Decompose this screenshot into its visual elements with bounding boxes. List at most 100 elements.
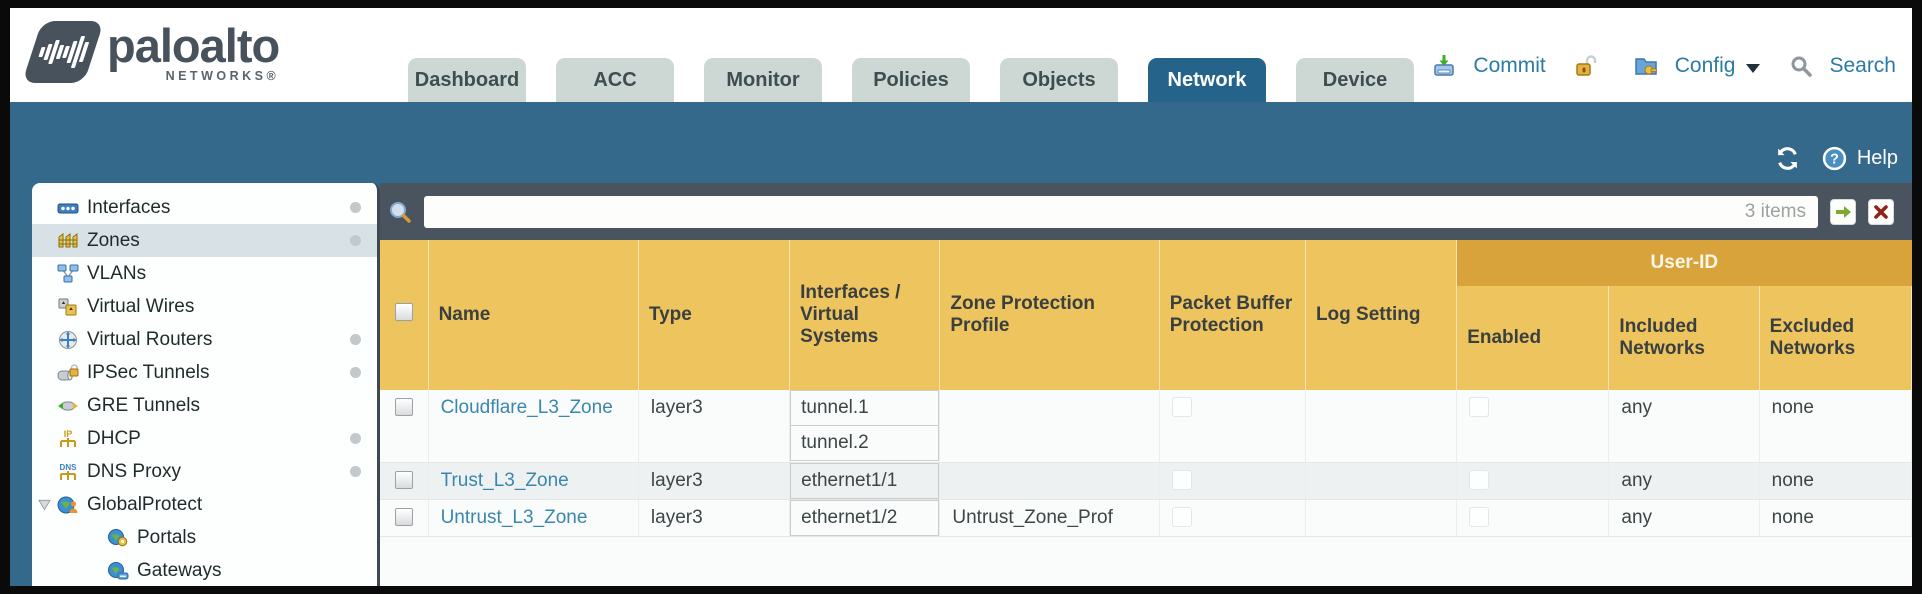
user-id-enabled-cell: [1456, 390, 1610, 463]
zone-name-link[interactable]: Untrust_L3_Zone: [440, 506, 588, 528]
sidebar-item-label: Interfaces: [87, 196, 171, 218]
expander-triangle-icon[interactable]: [38, 499, 51, 511]
panos-app: paloalto NETWORKS® Dashboard ACC Monitor…: [10, 8, 1912, 586]
refresh-icon[interactable]: [1775, 146, 1800, 171]
select-all-checkbox[interactable]: [394, 303, 413, 321]
tab-network[interactable]: Network: [1148, 58, 1266, 102]
status-dot: [350, 202, 361, 213]
sidebar-item-globalprotect[interactable]: GlobalProtect: [32, 488, 377, 521]
excluded-networks: none: [1759, 499, 1912, 537]
excluded-networks: none: [1759, 390, 1912, 463]
help-button[interactable]: ? Help: [1822, 146, 1898, 171]
help-icon: ?: [1822, 146, 1847, 171]
packet-buffer-protection-cell: [1159, 390, 1306, 463]
tab-policies[interactable]: Policies: [852, 58, 970, 102]
row-checkbox[interactable]: [394, 507, 413, 526]
main-nav-tabs: Dashboard ACC Monitor Policies Objects N…: [408, 58, 1414, 102]
tab-acc[interactable]: ACC: [556, 58, 674, 102]
sidebar-item-label: DHCP: [87, 427, 141, 449]
interface-entry: ethernet1/2: [790, 499, 940, 536]
top-header: paloalto NETWORKS® Dashboard ACC Monitor…: [10, 8, 1912, 102]
zone-interfaces: ethernet1/2: [789, 499, 941, 537]
filter-toolbar: 3 items: [380, 183, 1912, 240]
zones-icon: [57, 231, 79, 251]
brand-name: paloalto: [107, 19, 280, 72]
sidebar-item-vlans[interactable]: VLANs: [32, 257, 377, 290]
sidebar-item-dhcp[interactable]: IP DHCP: [32, 422, 377, 455]
select-all-header: [380, 240, 429, 390]
config-menu-button[interactable]: Config: [1674, 54, 1736, 77]
status-dot: [350, 235, 361, 246]
table-row: Trust_L3_Zone layer3 ethernet1/1 any non…: [380, 462, 1912, 500]
svg-text:DNS: DNS: [60, 463, 78, 472]
filter-input[interactable]: [424, 195, 1818, 228]
filter-search-icon: [388, 200, 412, 224]
dns-proxy-icon: DNS: [57, 462, 79, 482]
status-dot: [350, 367, 361, 378]
sidebar-item-virtual-routers[interactable]: Virtual Routers: [32, 323, 377, 356]
sidebar-item-label: Virtual Routers: [87, 328, 213, 350]
sidebar-item-gateways[interactable]: Gateways: [32, 554, 377, 586]
sidebar-item-ipsec-tunnels[interactable]: IPSec Tunnels: [32, 356, 377, 389]
column-header-name[interactable]: Name: [428, 240, 639, 390]
portals-icon: [107, 528, 129, 548]
user-id-enabled-checkbox: [1469, 397, 1490, 417]
packet-buffer-protection-checkbox: [1171, 506, 1192, 527]
packet-buffer-protection-cell: [1159, 462, 1306, 500]
sidebar-item-dns-proxy[interactable]: DNS DNS Proxy: [32, 455, 377, 488]
tab-monitor[interactable]: Monitor: [704, 58, 822, 102]
commit-icon: [1432, 54, 1456, 78]
row-checkbox[interactable]: [394, 470, 413, 489]
excluded-networks: none: [1759, 462, 1912, 500]
clear-filter-button[interactable]: [1868, 198, 1894, 225]
column-header-excluded-networks[interactable]: Excluded Networks: [1759, 286, 1912, 390]
column-header-type[interactable]: Type: [638, 240, 791, 390]
virtual-wires-icon: [57, 297, 79, 317]
packet-buffer-protection-cell: [1159, 499, 1306, 537]
table-row: Cloudflare_L3_Zone layer3 tunnel.1 tunne…: [380, 390, 1912, 463]
zone-name-link[interactable]: Cloudflare_L3_Zone: [440, 397, 613, 418]
unlocked-padlock-icon[interactable]: [1574, 54, 1598, 78]
column-header-zone-protection-profile[interactable]: Zone Protection Profile: [939, 240, 1160, 390]
sidebar-item-zones[interactable]: Zones: [32, 224, 377, 257]
sidebar-item-label: Zones: [87, 229, 140, 251]
ipsec-tunnels-icon: [57, 363, 79, 383]
chevron-down-icon[interactable]: [1746, 63, 1761, 73]
zone-protection-profile: [939, 462, 1160, 500]
filter-input-wrapper: 3 items: [424, 195, 1818, 228]
included-networks: any: [1608, 499, 1760, 537]
sidebar-item-virtual-wires[interactable]: Virtual Wires: [32, 290, 377, 323]
log-setting: [1305, 390, 1458, 463]
zone-name-link[interactable]: Trust_L3_Zone: [440, 469, 569, 491]
interface-entry: tunnel.1: [790, 390, 940, 426]
user-id-enabled-cell: [1456, 462, 1610, 500]
column-header-included-networks[interactable]: Included Networks: [1608, 286, 1760, 390]
paloalto-logo-icon: [21, 21, 105, 83]
commit-button[interactable]: Commit: [1473, 54, 1546, 77]
zone-protection-profile: [939, 390, 1160, 463]
status-dot: [350, 466, 361, 477]
zone-type: layer3: [638, 390, 791, 463]
column-header-enabled[interactable]: Enabled: [1456, 286, 1610, 390]
tab-dashboard[interactable]: Dashboard: [408, 58, 526, 102]
column-header-packet-buffer-protection[interactable]: Packet Buffer Protection: [1159, 240, 1306, 390]
sidebar-item-gre-tunnels[interactable]: GRE Tunnels: [32, 389, 377, 422]
status-dot: [350, 433, 361, 444]
zone-type: layer3: [638, 499, 791, 537]
config-folder-icon: [1634, 54, 1658, 78]
svg-text:?: ?: [1830, 152, 1839, 168]
interface-entry: ethernet1/1: [790, 462, 940, 499]
tab-objects[interactable]: Objects: [1000, 58, 1118, 102]
brand-logo: paloalto NETWORKS®: [21, 19, 280, 83]
apply-filter-button[interactable]: [1830, 198, 1856, 225]
sidebar-item-interfaces[interactable]: Interfaces: [32, 191, 377, 224]
tab-device[interactable]: Device: [1296, 58, 1414, 102]
content-area: Interfaces Zones VLANs Virtual Wires: [10, 183, 1912, 586]
help-label: Help: [1856, 147, 1898, 169]
column-header-log-setting[interactable]: Log Setting: [1305, 240, 1458, 390]
packet-buffer-protection-checkbox: [1171, 397, 1192, 417]
column-header-interfaces[interactable]: Interfaces / Virtual Systems: [789, 240, 941, 390]
search-button[interactable]: Search: [1829, 54, 1896, 77]
sidebar-item-portals[interactable]: Portals: [32, 521, 377, 554]
row-checkbox[interactable]: [394, 398, 413, 416]
